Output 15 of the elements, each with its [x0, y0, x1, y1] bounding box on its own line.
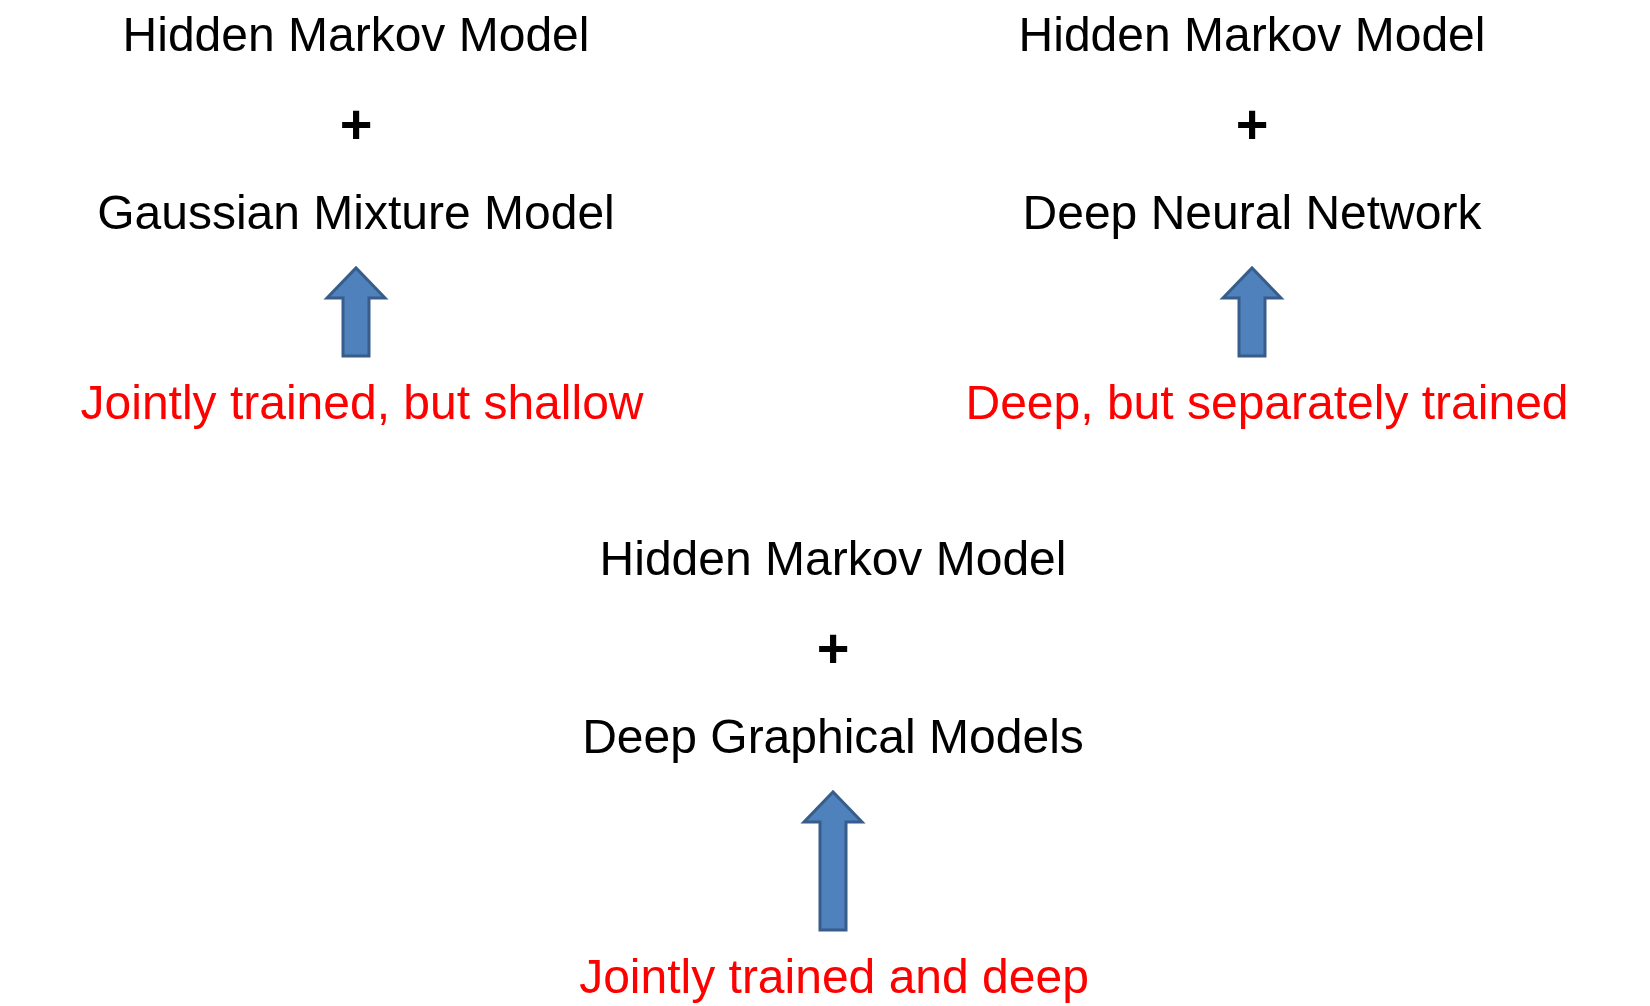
plus-sign: +: [339, 91, 373, 157]
annotation-text: Deep, but separately trained: [965, 376, 1569, 430]
model-name: Hidden Markov Model: [1018, 7, 1486, 63]
model-name: Deep Graphical Models: [582, 709, 1084, 765]
block-arrow: [800, 789, 866, 932]
block-arrow: [323, 265, 389, 358]
model-name: Hidden Markov Model: [599, 531, 1067, 587]
plus-sign: +: [1235, 91, 1269, 157]
block-arrow: [1219, 265, 1285, 358]
model-name: Gaussian Mixture Model: [97, 185, 615, 241]
model-name: Deep Neural Network: [1022, 185, 1482, 241]
annotation-text: Jointly trained, but shallow: [80, 376, 644, 430]
model-name: Hidden Markov Model: [122, 7, 590, 63]
plus-sign: +: [816, 615, 850, 681]
annotation-text: Jointly trained and deep: [579, 950, 1089, 1004]
